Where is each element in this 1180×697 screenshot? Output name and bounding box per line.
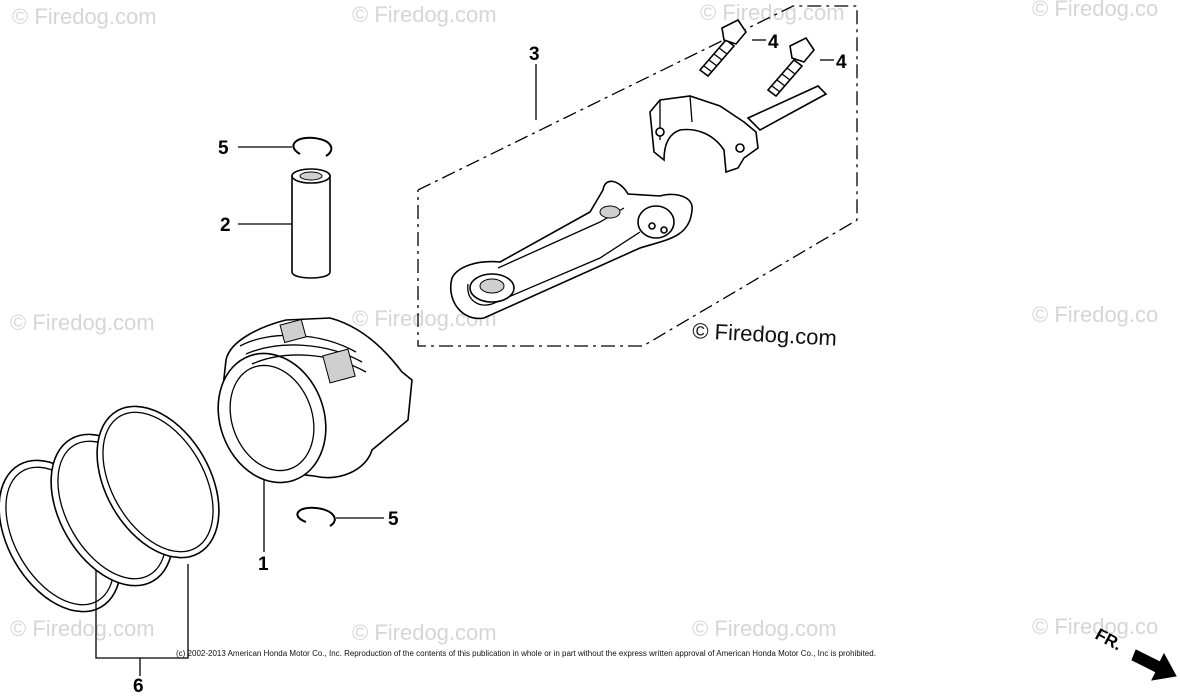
callout-2: 2 bbox=[220, 215, 231, 236]
callout-6: 6 bbox=[133, 676, 144, 697]
main-watermark: © Firedog.com bbox=[692, 318, 838, 351]
connecting-rod-set-frame bbox=[417, 5, 858, 347]
bolt-right bbox=[766, 36, 815, 98]
copyright-notice: (c) 2002-2013 American Honda Motor Co., … bbox=[176, 649, 876, 658]
watermark: © Firedog.co bbox=[1032, 302, 1158, 327]
connecting-rod bbox=[449, 180, 693, 320]
watermark: © Firedog.com bbox=[12, 4, 157, 29]
bolt-left bbox=[698, 18, 747, 78]
clip-bottom bbox=[296, 506, 336, 527]
piston bbox=[217, 317, 413, 484]
arrow-right-icon bbox=[1131, 649, 1177, 681]
leader-lines bbox=[95, 39, 834, 676]
clip-top bbox=[292, 136, 333, 157]
piston-pin bbox=[291, 168, 331, 279]
piston-ring-set bbox=[0, 405, 220, 613]
watermark: © Firedog.com bbox=[700, 0, 845, 25]
watermark-layer: © Firedog.com © Firedog.com © Firedog.co… bbox=[10, 0, 1158, 645]
watermark: © Firedog.com bbox=[692, 616, 837, 641]
callout-4: 4 bbox=[836, 52, 847, 73]
callout-5: 5 bbox=[388, 509, 399, 530]
callout-1: 1 bbox=[258, 554, 269, 575]
watermark: © Firedog.com bbox=[352, 620, 497, 645]
watermark: © Firedog.co bbox=[1032, 0, 1158, 21]
callout-4: 4 bbox=[768, 32, 779, 53]
rod-cap bbox=[649, 85, 828, 174]
watermark: © Firedog.com bbox=[10, 616, 155, 641]
watermark: © Firedog.com bbox=[10, 310, 155, 335]
callouts: 3 4 4 5 2 5 1 6 bbox=[133, 32, 847, 697]
callout-5: 5 bbox=[218, 138, 229, 159]
watermark: © Firedog.com bbox=[352, 2, 497, 27]
callout-3: 3 bbox=[529, 44, 540, 65]
watermark: © Firedog.co bbox=[1032, 614, 1158, 639]
